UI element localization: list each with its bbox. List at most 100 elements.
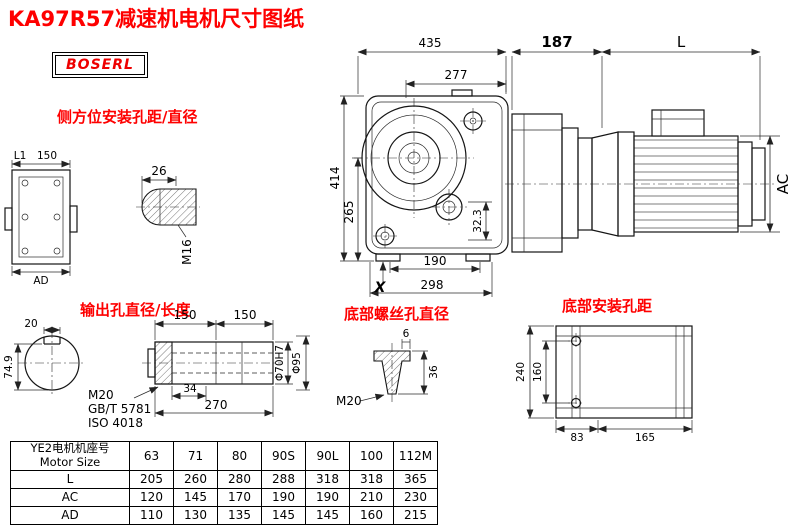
table-cell: 110 bbox=[129, 505, 174, 525]
table-cell: 230 bbox=[393, 487, 438, 507]
side-hole-detail bbox=[136, 188, 200, 226]
table-cell: 318 bbox=[305, 469, 350, 489]
output-thread-callout: M20 GB/T 5781 ISO 4018 bbox=[88, 386, 159, 430]
dim-key-length: 34 bbox=[171, 383, 207, 400]
row-label: AD bbox=[10, 505, 130, 525]
table-cell: 135 bbox=[217, 505, 262, 525]
label-side-mount: 侧方位安装孔距/直径 bbox=[57, 108, 198, 126]
bolt-standard-gb-text: GB/T 5781 bbox=[88, 402, 151, 416]
dim-side-hole-width-text: 26 bbox=[151, 164, 166, 178]
dim-flange-width: L1 150 bbox=[11, 150, 71, 168]
size-column-header: 100 bbox=[349, 441, 394, 471]
label-output: 输出孔直径/长度 bbox=[80, 301, 191, 319]
table-cell: 215 bbox=[393, 505, 438, 525]
table-cell: 170 bbox=[217, 487, 262, 507]
table-cell: 205 bbox=[129, 469, 174, 489]
table-row-AD: AD 110 130 135 145 145 160 215 bbox=[10, 505, 438, 525]
flange-view bbox=[4, 169, 78, 265]
dim-front-base-width: 298 bbox=[369, 262, 493, 297]
dim-bore-depth-text: 74.9 bbox=[3, 355, 15, 378]
table-cell: 145 bbox=[261, 505, 306, 525]
dim-base-width-text: 298 bbox=[421, 278, 444, 292]
dim-side-hole-thread-text: M16 bbox=[180, 239, 194, 265]
dim-offset-text: 32.3 bbox=[472, 209, 484, 232]
table-cell: 260 bbox=[173, 469, 218, 489]
dim-mount-height: 240 bbox=[515, 325, 554, 419]
size-column-header: 112M bbox=[393, 441, 438, 471]
table-cell: 160 bbox=[349, 505, 394, 525]
dim-mount-hole-v-text: 160 bbox=[532, 362, 544, 382]
dim-bore-dia-text: Φ70H7 bbox=[274, 345, 286, 381]
table-header-label: YE2电机机座号 Motor Size bbox=[10, 441, 130, 471]
bottom-thread-text: M20 bbox=[336, 394, 362, 408]
dim-flange-l1-text: L1 bbox=[14, 150, 27, 162]
dim-front-axis-height: 265 bbox=[342, 157, 362, 262]
dim-bore-depth: 74.9 bbox=[3, 343, 48, 391]
dim-motor-diameter: AC bbox=[740, 135, 792, 233]
dim-front-overall-width: 435 bbox=[357, 36, 507, 94]
front-x-marker: X bbox=[374, 261, 387, 296]
dim-shaft-len2-text: 150 bbox=[234, 308, 257, 322]
motor-size-table: YE2电机机座号 Motor Size 63 71 80 90S 90L 100… bbox=[10, 441, 438, 525]
table-header-row: YE2电机机座号 Motor Size 63 71 80 90S 90L 100… bbox=[10, 441, 438, 471]
dim-adapter-length-text: 187 bbox=[541, 33, 572, 51]
table-header-cn: YE2电机机座号 bbox=[30, 441, 110, 455]
terminal-box bbox=[651, 109, 705, 137]
dim-key-length-text: 34 bbox=[183, 383, 197, 395]
table-header-en: Motor Size bbox=[39, 454, 101, 469]
table-cell: 210 bbox=[349, 487, 394, 507]
output-bore-view bbox=[18, 329, 86, 397]
table-cell: 365 bbox=[393, 469, 438, 489]
dim-side-hole-width: 26 bbox=[141, 164, 177, 203]
dim-shaft-lengths: 150 150 bbox=[154, 308, 274, 340]
dim-front-body-width: 277 bbox=[405, 68, 507, 98]
dim-key-width: 20 bbox=[24, 318, 61, 334]
row-label: AC bbox=[10, 487, 130, 507]
size-column-header: 90S bbox=[261, 441, 306, 471]
dim-adapter-length: 187 bbox=[511, 33, 603, 128]
dim-front-foot-span: 190 bbox=[389, 254, 481, 273]
dim-motor-length: L bbox=[601, 33, 761, 140]
dim-mount-h2-text: 165 bbox=[635, 432, 655, 442]
technical-drawing: 435 277 414 265 32.3 190 298 X bbox=[3, 33, 792, 442]
output-thread-text: M20 bbox=[88, 388, 114, 402]
label-bottom-screw: 底部螺丝孔直径 bbox=[344, 305, 450, 323]
table-cell: 120 bbox=[129, 487, 174, 507]
size-column-header: 63 bbox=[129, 441, 174, 471]
size-column-header: 71 bbox=[173, 441, 218, 471]
table-cell: 318 bbox=[349, 469, 394, 489]
dim-flange-ad: AD bbox=[11, 266, 71, 287]
brand-logo-text: BOSERL bbox=[55, 55, 145, 75]
dim-screw-height: 36 bbox=[398, 350, 440, 395]
dim-hub-dia-text: Φ95 bbox=[291, 352, 303, 374]
dim-mount-height-text: 240 bbox=[515, 362, 527, 382]
dim-screw-step-text: 6 bbox=[403, 328, 410, 340]
dim-key-width-text: 20 bbox=[24, 318, 37, 330]
dim-body-width-text: 277 bbox=[445, 68, 468, 82]
table-row-L: L 205 260 280 288 318 318 365 bbox=[10, 469, 438, 489]
dim-bore-dia: Φ70H7 bbox=[274, 341, 293, 385]
dim-front-offset: 32.3 bbox=[468, 201, 492, 241]
dim-screw-height-text: 36 bbox=[428, 365, 440, 379]
dim-motor-diameter-text: AC bbox=[774, 174, 792, 194]
dim-flange-ad-text: AD bbox=[33, 275, 48, 287]
dim-side-hole-thread: M16 bbox=[177, 224, 194, 265]
table-cell: 130 bbox=[173, 505, 218, 525]
row-label: L bbox=[10, 469, 130, 489]
dim-hub-dia: Φ95 bbox=[291, 335, 310, 391]
dim-mount-h1-text: 83 bbox=[570, 432, 583, 442]
dim-shaft-total: 270 bbox=[154, 386, 274, 417]
bottom-thread-callout: M20 bbox=[336, 393, 385, 408]
table-cell: 145 bbox=[173, 487, 218, 507]
dim-motor-length-text: L bbox=[677, 33, 686, 51]
dim-front-overall-height: 414 bbox=[328, 95, 374, 262]
page-title: KA97R57减速机电机尺寸图纸 bbox=[8, 7, 305, 31]
dim-shaft-len1-text: 150 bbox=[174, 308, 197, 322]
front-view bbox=[354, 89, 509, 262]
dim-axis-height-text: 265 bbox=[342, 201, 356, 224]
brand-logo: BOSERL bbox=[52, 52, 148, 78]
table-cell: 145 bbox=[305, 505, 350, 525]
size-column-header: 80 bbox=[217, 441, 262, 471]
dim-shaft-total-text: 270 bbox=[205, 398, 228, 412]
